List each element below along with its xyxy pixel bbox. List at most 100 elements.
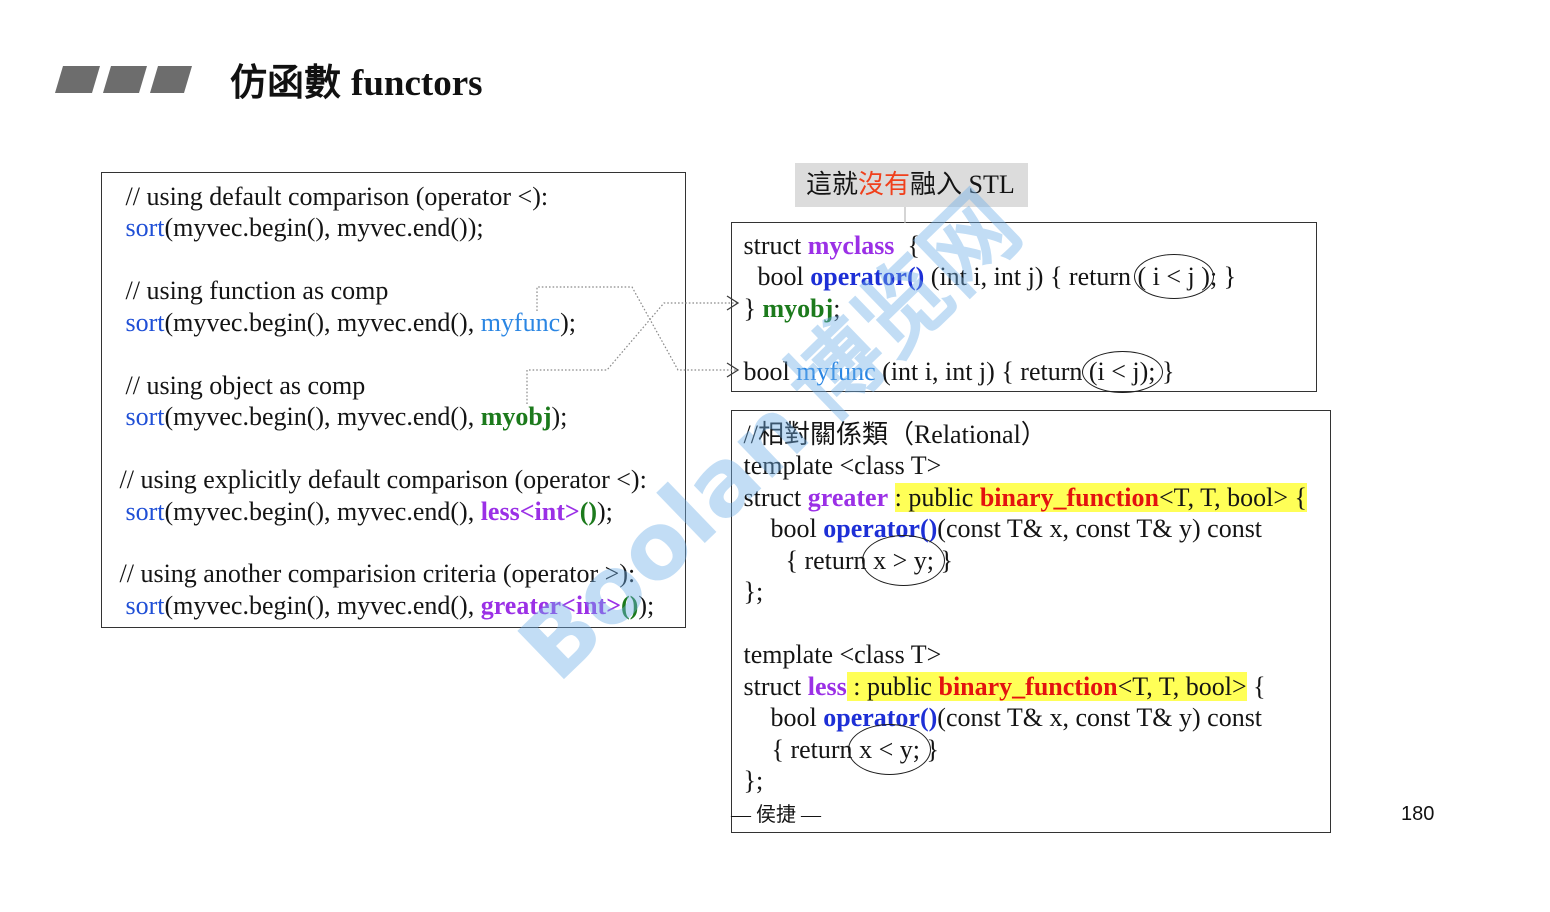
myclass-definition-panel: struct myclass { bool operator() (int i,…	[731, 222, 1317, 393]
code-text: );	[551, 402, 568, 432]
blank-line	[126, 244, 686, 275]
code-line: template <class T>	[744, 639, 1331, 670]
expression-text: x < y;	[859, 734, 920, 764]
code-text: }	[933, 545, 953, 575]
code-text: };	[743, 765, 764, 795]
code-text: (myvec.begin(), myvec.end(),	[164, 307, 481, 337]
code-text: (myvec.begin(), myvec.end(),	[164, 590, 481, 620]
code-text: template <class T>	[743, 451, 942, 481]
circled-expression: ( i < j )	[1133, 254, 1214, 300]
code-text: { return	[771, 734, 860, 764]
code-line: { return x < y; }	[744, 723, 1331, 775]
blank-line	[744, 608, 1331, 639]
code-text: struct	[743, 231, 808, 260]
object-name-token: myobj	[762, 293, 834, 323]
code-line: template <class T>	[744, 450, 1331, 481]
code-line: sort(myvec.begin(), myvec.end());	[126, 212, 686, 243]
expression-text: x > y;	[873, 545, 934, 575]
circled-expression: x > y;	[862, 534, 945, 586]
code-comment: // using explicitly default comparison (…	[120, 464, 686, 495]
code-line: { return x > y; }	[744, 534, 1331, 586]
code-text: }	[1155, 356, 1175, 386]
annotation-emphasis: 沒有	[858, 170, 911, 199]
code-text: (int i, int j) { return	[924, 262, 1138, 292]
sort-examples-panel: // using default comparison (operator <)…	[101, 172, 686, 628]
temporary-object-token: ()	[579, 496, 598, 526]
code-line: };	[744, 765, 1331, 796]
code-comment: // using function as comp	[126, 275, 686, 306]
operator-call-token: operator()	[823, 703, 938, 733]
blank-line	[744, 324, 1317, 355]
operator-call-token: operator()	[823, 514, 938, 544]
code-line: bool myfunc (int i, int j) { return (i <…	[744, 350, 1317, 393]
code-text: bool	[770, 514, 824, 544]
base-class-token: binary_function	[938, 671, 1118, 701]
code-line: sort(myvec.begin(), myvec.end(), myobj);	[126, 401, 686, 432]
sort-function-token: sort	[125, 590, 165, 620]
base-class-highlight: : public binary_function<T, T, bool>	[846, 671, 1247, 701]
code-line: struct greater : public binary_function<…	[744, 482, 1331, 513]
code-text: };	[743, 577, 764, 607]
comment-text: // using function as comp	[125, 276, 389, 306]
annotation-label: 這就沒有融入 STL	[795, 163, 1028, 207]
code-text: );	[560, 307, 577, 337]
sort-function-token: sort	[125, 213, 165, 243]
code-line: bool operator()(const T& x, const T& y) …	[744, 513, 1331, 544]
comparator-class-token: less<int>	[480, 496, 580, 526]
circled-expression: x < y;	[848, 723, 931, 775]
code-text: struct	[743, 671, 808, 701]
blank-line	[126, 433, 686, 464]
comment-text: // using explicitly default comparison (…	[119, 465, 647, 495]
relational-functors-panel: //相對關係類（Relational） template <class T> s…	[731, 410, 1331, 833]
code-line: };	[744, 576, 1331, 607]
sort-function-token: sort	[125, 496, 165, 526]
code-text: {	[894, 231, 920, 260]
code-line: sort(myvec.begin(), myvec.end(), greater…	[126, 590, 686, 621]
code-text: (myvec.begin(), myvec.end());	[164, 213, 484, 243]
sort-function-token: sort	[125, 307, 165, 337]
code-comment: // using object as comp	[126, 370, 686, 401]
page-number: 180	[1401, 803, 1435, 825]
title-english: functors	[351, 63, 483, 104]
comment-text: // using another comparision criteria (o…	[119, 559, 636, 589]
code-text: );	[638, 590, 655, 620]
title-bar-block	[103, 66, 147, 93]
code-comment: //相對關係類（Relational）	[744, 419, 1331, 450]
temporary-object-token: ()	[621, 590, 639, 620]
code-text: (myvec.begin(), myvec.end(),	[164, 496, 481, 526]
code-text: (const T& x, const T& y) const	[937, 514, 1263, 544]
annotation-prefix: 這就	[806, 170, 859, 199]
code-text: { return	[785, 545, 874, 575]
code-line: sort(myvec.begin(), myvec.end(), myfunc)…	[126, 307, 686, 338]
function-name-token: myfunc	[796, 356, 876, 386]
comment-text: //相對關係類（Relational）	[743, 420, 1047, 449]
circled-expression: (i < j);	[1081, 350, 1163, 393]
title-cjk: 仿函數	[230, 63, 341, 104]
slide-footer-author: — 侯捷 —	[731, 804, 821, 826]
class-name-token: greater	[807, 482, 889, 512]
code-text: template <class T>	[743, 640, 942, 670]
blank-line	[126, 338, 686, 369]
title-bar-icon	[55, 66, 192, 93]
comment-text: // using object as comp	[125, 370, 366, 400]
code-line: bool operator() (int i, int j) { return …	[744, 254, 1317, 300]
code-text: <T, T, bool>	[1117, 671, 1247, 701]
sort-function-token: sort	[125, 402, 165, 432]
code-text: (int i, int j) { return	[875, 356, 1089, 386]
code-text: (myvec.begin(), myvec.end(),	[164, 402, 481, 432]
code-line: struct less : public binary_function<T, …	[744, 671, 1331, 702]
title-bar-block	[55, 66, 100, 93]
code-text: }	[743, 293, 763, 323]
code-comment: // using another comparision criteria (o…	[120, 558, 686, 589]
function-object-token: myobj	[480, 402, 552, 432]
code-text: (const T& x, const T& y) const	[937, 703, 1263, 733]
code-text: ; }	[1209, 262, 1237, 292]
title-bar-block	[150, 66, 192, 93]
code-text: : public	[894, 482, 980, 512]
code-text: struct	[743, 482, 808, 512]
code-text: {	[1246, 671, 1266, 701]
code-text: : public	[846, 671, 939, 701]
code-text: ;	[833, 293, 841, 323]
code-text: <T, T, bool> {	[1159, 482, 1307, 512]
